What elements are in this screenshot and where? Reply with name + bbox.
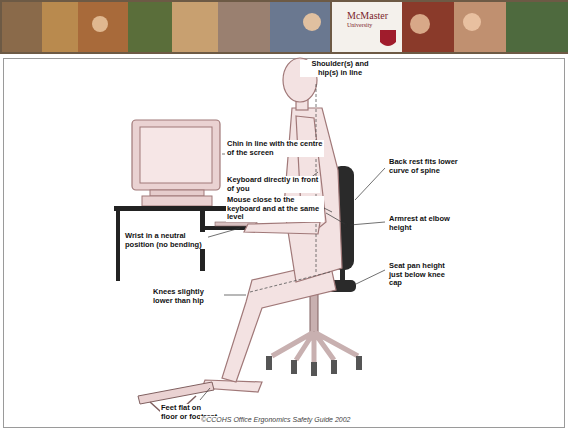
- logo-text: McMaster: [346, 10, 394, 22]
- callout-label: Seat pan height just below knee cap: [388, 262, 452, 288]
- callout-label: Chin in line with the centre of the scre…: [226, 140, 324, 157]
- logo-text: University: [346, 22, 394, 29]
- callout-label: Armrest at elbow height: [388, 215, 454, 232]
- callout-label: Wrist in a neutral position (no bending): [124, 232, 208, 249]
- callout-label: Shoulder(s) and hip(s) in line: [300, 60, 380, 77]
- callout-label: Knees slightly lower than hip: [152, 288, 224, 305]
- callout-label: Mouse close to the keyboard and at the s…: [226, 196, 324, 222]
- callout-label: Keyboard directly in front of you: [226, 176, 320, 193]
- footer-note: ©CCOHS Office Ergonomics Safety Guide 20…: [200, 416, 352, 424]
- callout-label: Back rest fits lower curve of spine: [388, 158, 466, 175]
